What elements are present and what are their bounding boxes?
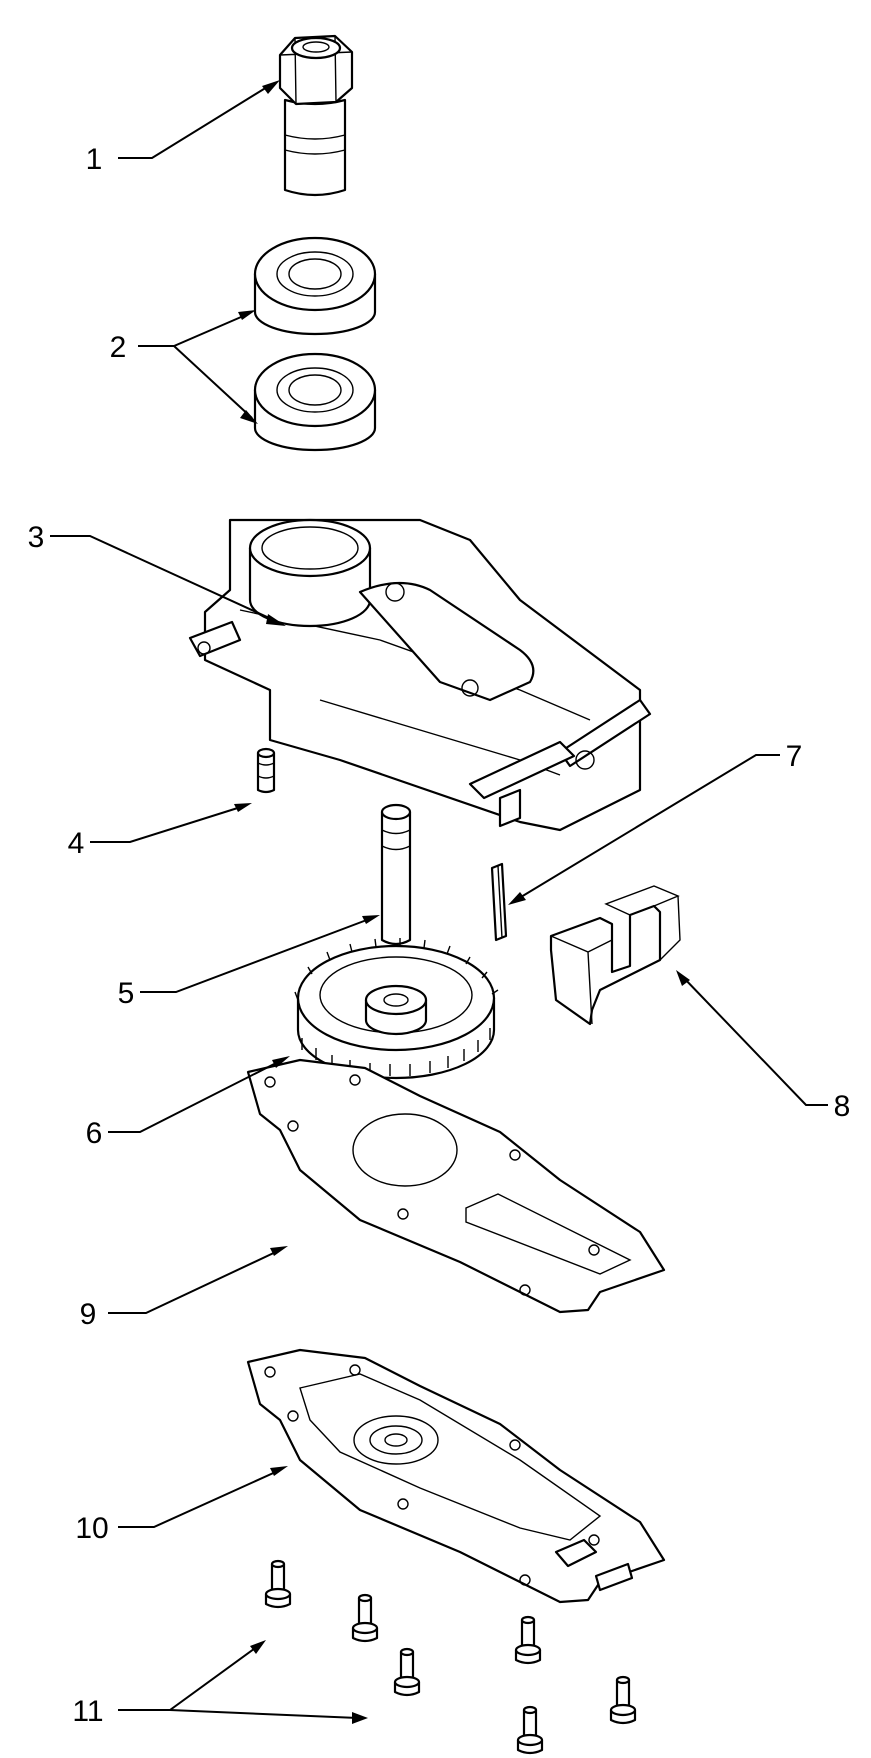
callout-6: 6 <box>86 1117 103 1150</box>
screw <box>609 1675 637 1725</box>
callout-9: 9 <box>80 1298 97 1331</box>
callout-1: 1 <box>86 143 103 176</box>
callout-3: 3 <box>28 521 45 554</box>
callout-11: 11 <box>72 1695 103 1728</box>
callout-8: 8 <box>834 1090 851 1123</box>
callout-5: 5 <box>118 977 135 1010</box>
callout-2: 2 <box>110 331 127 364</box>
leader-lines <box>50 80 828 1724</box>
callout-4: 4 <box>68 827 85 860</box>
part-4-pin <box>256 747 276 794</box>
screw <box>393 1647 421 1697</box>
part-10-cover-plate <box>246 1348 666 1604</box>
part-6-gear <box>294 938 499 1080</box>
part-3-housing <box>188 518 652 832</box>
callout-7: 7 <box>786 740 803 773</box>
callout-10: 10 <box>75 1512 108 1545</box>
screw <box>514 1615 542 1665</box>
part-11-screws <box>264 1559 637 1755</box>
callout-labels: 1 2 3 4 5 6 7 8 9 10 11 <box>28 143 851 1728</box>
screw <box>264 1559 292 1609</box>
screw <box>351 1593 379 1643</box>
part-1-bolt <box>278 34 354 197</box>
part-7-key <box>490 862 508 942</box>
screw <box>516 1705 544 1755</box>
part-5-shaft <box>380 803 412 946</box>
part-8-u-block <box>549 885 681 1026</box>
part-9-gasket <box>246 1058 666 1314</box>
part-2-bearings <box>253 236 377 452</box>
